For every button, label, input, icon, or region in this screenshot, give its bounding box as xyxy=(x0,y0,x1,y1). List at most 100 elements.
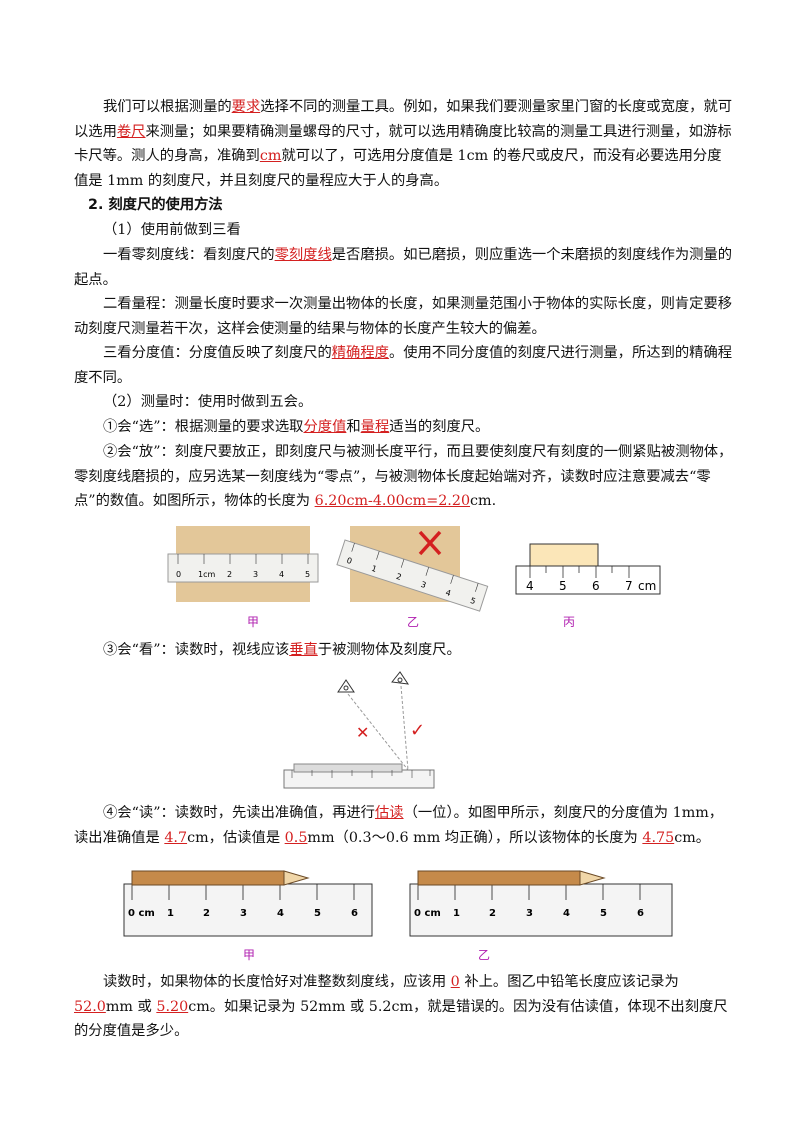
caption-c: 丙 xyxy=(563,615,576,629)
paragraph-look: ③会“看”：读数时，视线应该垂直于被测物体及刻度尺。 xyxy=(74,638,734,663)
ruler-right-label: 4 xyxy=(563,908,570,919)
vertical-sight-line xyxy=(400,685,409,771)
paragraph-zero-line: 一看零刻度线：看刻度尺的零刻度线是否磨损。如已磨损，则应重选一个未磨损的刻度线作… xyxy=(74,243,734,292)
answer-blank: 0 xyxy=(450,974,460,990)
figure-line-of-sight: ✕ ✓ xyxy=(283,671,435,789)
ruler-right xyxy=(409,883,673,937)
ruler-right-ticks xyxy=(417,884,641,900)
caption-pencil-b: 乙 xyxy=(478,948,491,962)
figure-ruler-placement: 0 1cm 2 3 4 5 0 1 2 3 4 5 4 5 6 7 cm xyxy=(167,526,661,612)
answer-blank: 垂直 xyxy=(289,642,318,658)
paragraph-integer-reading: 读数时，如果物体的长度恰好对准整数刻度线，应该用 0 补上。图乙中铅笔长度应该记… xyxy=(74,970,734,1044)
answer-blank: 量程 xyxy=(360,419,390,435)
ruler-b-label: 0 xyxy=(346,556,354,566)
pencil-right-tip xyxy=(579,870,606,886)
text: cm。如果记录为 52mm 或 5.2cm，就是错误的。因为没有估读值，体现不出… xyxy=(74,998,728,1040)
text: 来测量；如果要精确测量螺母的尺寸，就可以选用精确度比较高的测量工具进行测量，如游… xyxy=(74,123,732,165)
text: mm 或 xyxy=(105,998,157,1015)
ruler-a-label: 2 xyxy=(227,570,232,579)
answer-blank: 卷尺 xyxy=(116,123,146,140)
text: 补上。图乙中铅笔长度应该记录为 xyxy=(459,974,679,990)
ruler-c-label: cm xyxy=(638,579,656,593)
ruler-a xyxy=(167,553,319,583)
caption-a: 甲 xyxy=(247,615,260,629)
ruler-c-label: 5 xyxy=(559,579,567,593)
section-heading: 2. 刻度尺的使用方法 xyxy=(88,197,223,213)
pencil-left-tip xyxy=(283,870,310,886)
ruler-b-label: 2 xyxy=(395,572,403,582)
ruler-a-label: 0 xyxy=(176,570,181,579)
answer-blank: 要求 xyxy=(231,99,261,115)
text: cm，估读值是 xyxy=(187,829,285,846)
text: ②会“放”：刻度尺要放正，即刻度尺与被测长度平行，而且要使刻度尺有刻度的一侧紧贴… xyxy=(74,444,733,509)
answer-blank: 0.5 xyxy=(284,829,308,846)
caption-pencil-a: 甲 xyxy=(243,948,256,962)
text: cm. xyxy=(470,493,497,509)
text: 三看分度值：分度值反映了刻度尺的 xyxy=(103,345,332,361)
text: 选择不同的测量工具。例如，如果我们要测量家里门窗的长度或宽度，就可以选用 xyxy=(74,99,733,140)
text: （一位）。如图甲所示，刻度尺的分度值为 1mm，读出准确值是 xyxy=(74,805,724,846)
wrong-mark-icon: ✕ xyxy=(356,723,369,742)
ruler-c-label: 4 xyxy=(526,579,534,593)
paragraph-place: ②会“放”：刻度尺要放正，即刻度尺与被测长度平行，而且要使刻度尺有刻度的一侧紧贴… xyxy=(74,440,734,514)
caption-b: 乙 xyxy=(407,615,420,629)
ruler-a-label: 1cm xyxy=(198,570,215,579)
right-mark-icon: ✓ xyxy=(410,720,425,741)
ruler-c-label: 6 xyxy=(592,579,600,593)
text: 。使用不同分度值的刻度尺进行测量，所达到的精确程度不同。 xyxy=(74,345,733,386)
paragraph-range: 二看量程：测量长度时要求一次测量出物体的长度，如果测量范围小于物体的实际长度，则… xyxy=(74,296,733,337)
ruler-sight xyxy=(283,769,435,789)
ruler-left-ticks xyxy=(131,884,355,900)
figure-pencil-reading: 0 cm 1 2 3 4 5 6 0 cm 1 2 3 4 5 6 xyxy=(123,870,673,937)
ruler-a-label: 4 xyxy=(279,570,284,579)
answer-blank: 4.7 xyxy=(164,829,188,846)
answer-blank: 5.20 xyxy=(156,998,189,1015)
ruler-right-label: 6 xyxy=(637,908,644,919)
ruler-b: 0 1 2 3 4 5 xyxy=(336,539,489,612)
text: 读数时，如果物体的长度恰好对准整数刻度线，应该用 xyxy=(103,974,451,990)
ruler-right-label: 1 xyxy=(453,908,460,919)
ruler-left-label: 1 xyxy=(167,908,174,919)
text: 就可以了，可选用分度值是 1cm 的卷尺或皮尺，而没有必要选用分度值是 1mm … xyxy=(74,148,722,189)
ruler-left-label: 0 cm xyxy=(128,908,155,919)
text: 和 xyxy=(346,419,361,435)
ruler-right-label: 2 xyxy=(489,908,496,919)
object-sight xyxy=(293,763,403,773)
answer-blank: 4.75 xyxy=(642,829,675,846)
text: 我们可以根据测量的 xyxy=(103,99,232,115)
text: 适当的刻度尺。 xyxy=(389,419,490,435)
ruler-right-label: 3 xyxy=(526,908,533,919)
ruler-b-label: 4 xyxy=(444,588,452,598)
ruler-b-label: 3 xyxy=(420,580,428,590)
wrong-mark-icon xyxy=(418,530,442,556)
ruler-c xyxy=(515,565,661,595)
text: 是否磨损。如已磨损，则应重选一个未磨损的刻度线作为测量的起点。 xyxy=(74,247,733,288)
ruler-a-ticks xyxy=(177,554,309,564)
ruler-left xyxy=(123,883,373,937)
text: 于被测物体及刻度尺。 xyxy=(317,642,461,658)
ruler-left-label: 4 xyxy=(277,908,284,919)
text: cm。 xyxy=(674,829,711,846)
subsection-during-use: （2）测量时：使用时做到五会。 xyxy=(103,394,313,410)
ruler-c-ticks xyxy=(529,566,630,578)
ruler-left-label: 6 xyxy=(351,908,358,919)
ruler-right-label: 5 xyxy=(600,908,607,919)
eye-top-icon xyxy=(391,671,410,685)
ruler-a-label: 5 xyxy=(305,570,310,579)
ruler-left-label: 5 xyxy=(314,908,321,919)
answer-blank: 52.0 xyxy=(74,998,106,1015)
answer-blank: 估读 xyxy=(374,805,404,821)
answer-blank: 6.20cm-4.00cm=2.20 xyxy=(314,493,471,509)
subsection-before-use: （1）使用前做到三看 xyxy=(103,222,241,238)
paragraph-choose: ①会“选”：根据测量的要求选取分度值和量程适当的刻度尺。 xyxy=(74,415,734,440)
ruler-a-label: 3 xyxy=(253,570,258,579)
ruler-left-label: 3 xyxy=(240,908,247,919)
answer-blank: 精确程度 xyxy=(331,345,389,361)
ruler-sight-ticks xyxy=(291,770,431,778)
ruler-c-label: 7 xyxy=(625,579,633,593)
pencil-right xyxy=(417,870,581,886)
text: mm（0.3～0.6 mm 均正确），所以该物体的长度为 xyxy=(307,829,643,846)
pencil-left xyxy=(131,870,285,886)
text: ③会“看”：读数时，视线应该 xyxy=(103,642,290,658)
ruler-b-label: 1 xyxy=(370,564,378,574)
